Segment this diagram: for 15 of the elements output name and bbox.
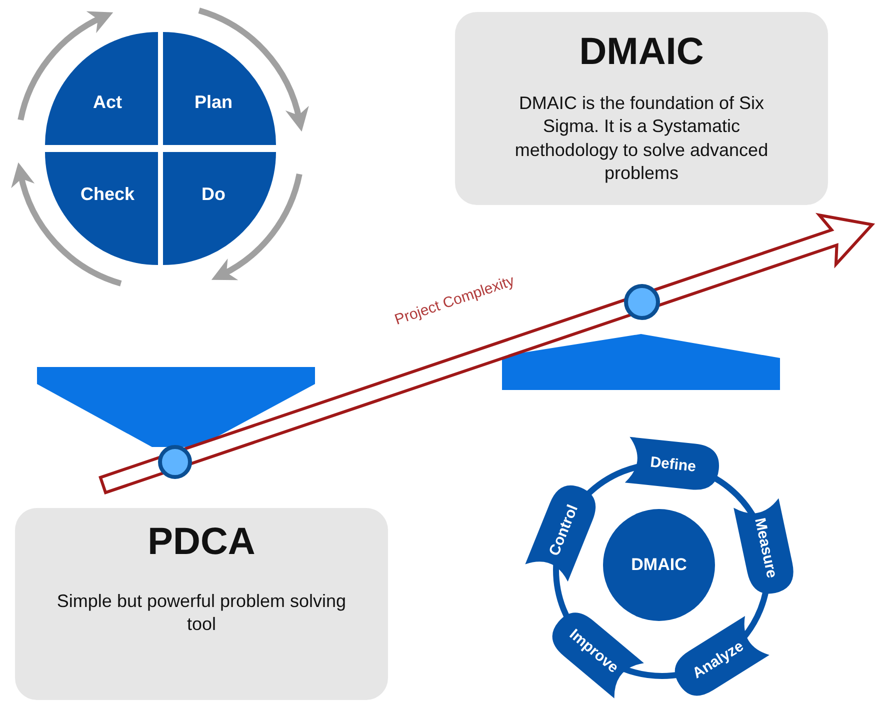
step-tab: Define bbox=[624, 436, 719, 490]
quadrant-label: Plan bbox=[194, 92, 232, 113]
pointer-shape bbox=[502, 334, 780, 390]
info-card bbox=[455, 12, 828, 205]
quadrant-label: Do bbox=[202, 184, 226, 205]
pointer-shape bbox=[37, 367, 315, 447]
hub-circle: DMAIC bbox=[603, 509, 715, 621]
step-tab: Measure bbox=[734, 498, 794, 594]
card-description: Simple but powerful problem solving tool bbox=[56, 590, 348, 636]
quadrant-label: Check bbox=[80, 184, 135, 205]
card-description: DMAIC is the foundation of Six Sigma. It is a Systamatic methodology to solve advanced problems bbox=[514, 92, 770, 185]
info-card bbox=[15, 508, 388, 700]
card-heading: PDCA bbox=[148, 522, 256, 564]
quadrant-label: Act bbox=[92, 92, 122, 113]
card-heading: DMAIC bbox=[579, 32, 704, 74]
